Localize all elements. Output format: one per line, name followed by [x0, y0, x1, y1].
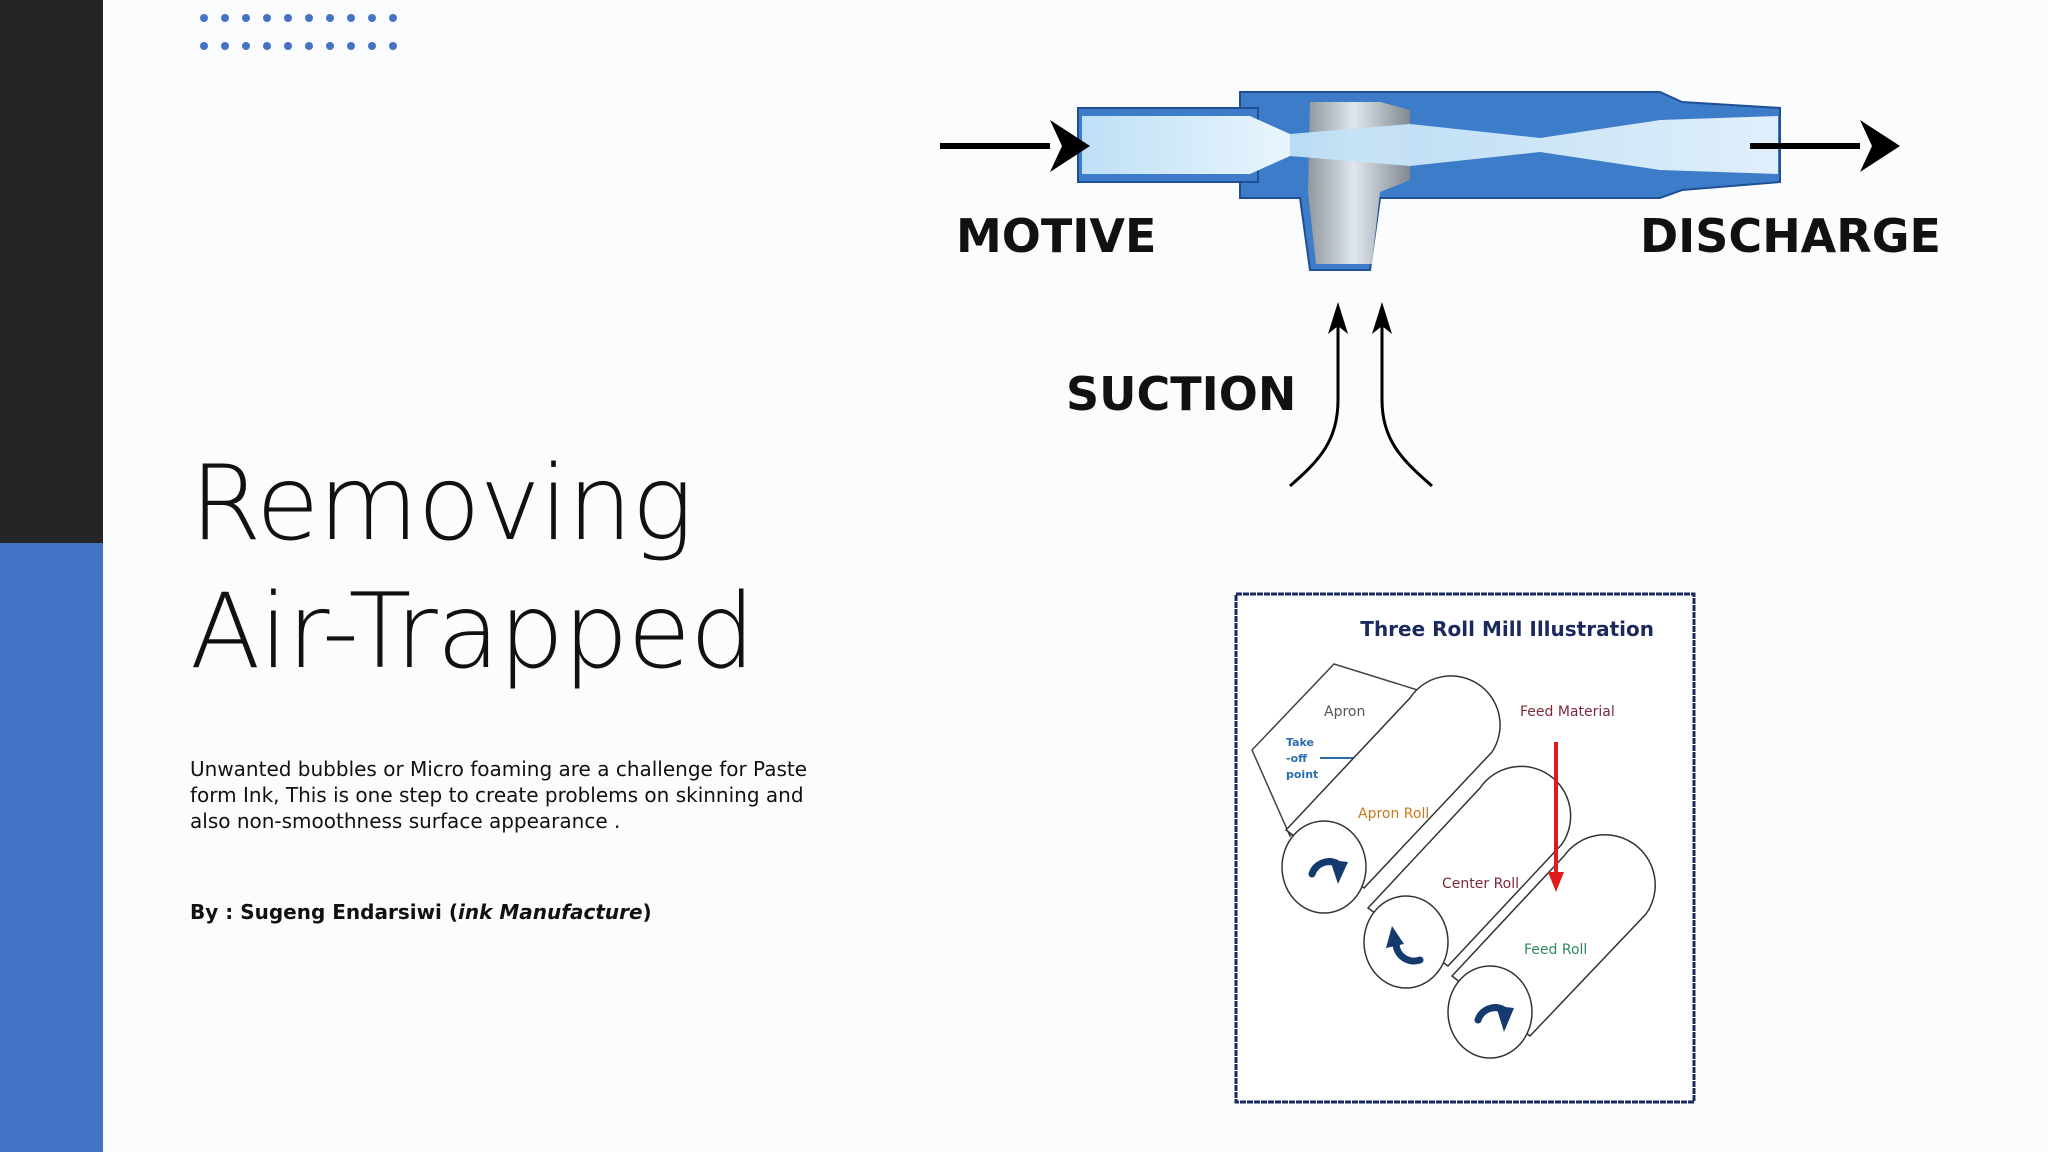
discharge-arrow-head — [1860, 120, 1900, 172]
discharge-label: DISCHARGE — [1640, 209, 1941, 263]
suction-arrow-right — [1380, 320, 1433, 488]
suction-arrow-left — [1289, 320, 1340, 488]
diffuser-flow — [1290, 116, 1778, 174]
motive-arrow-head — [1050, 120, 1090, 172]
take-off-line-1: Take — [1286, 736, 1314, 749]
sidebar-blue-band — [0, 543, 103, 1152]
sidebar-dark-band — [0, 0, 103, 543]
take-off-line-3: point — [1286, 768, 1318, 781]
slide-title: Removing Air-Trapped — [190, 440, 910, 696]
take-off-line-2: -off — [1286, 752, 1307, 765]
motive-nozzle — [1082, 116, 1290, 174]
feed-material-label: Feed Material — [1520, 704, 1615, 720]
apron-label: Apron — [1324, 704, 1365, 720]
apron-roll-end — [1281, 820, 1367, 914]
author-byline: By : Sugeng Endarsiwi (ink Manufacture) — [190, 900, 830, 924]
center-roll-end — [1363, 895, 1449, 989]
mill-title: Three Roll Mill Illustration — [1360, 617, 1654, 641]
three-roll-mill-diagram: Three Roll Mill Illustration Apron Take … — [1234, 592, 1696, 1104]
motive-label: MOTIVE — [956, 209, 1156, 263]
rotation-arrow-center — [1392, 940, 1424, 965]
feed-roll-label: Feed Roll — [1524, 942, 1587, 958]
apron-roll-label: Apron Roll — [1358, 806, 1429, 822]
title-line-2: Air-Trapped — [190, 572, 755, 692]
suction-label: SUCTION — [1066, 367, 1296, 421]
center-roll-label: Center Roll — [1442, 876, 1519, 892]
byline-prefix: By : Sugeng Endarsiwi ( — [190, 900, 459, 924]
byline-role: ink Manufacture — [458, 900, 643, 924]
ejector-diagram: MOTIVE DISCHARGE SUCTION — [940, 91, 1941, 488]
byline-suffix: ) — [642, 900, 652, 924]
decorative-dot-grid — [200, 14, 397, 50]
slide-description: Unwanted bubbles or Micro foaming are a … — [190, 757, 808, 833]
title-line-1: Removing — [190, 444, 693, 564]
